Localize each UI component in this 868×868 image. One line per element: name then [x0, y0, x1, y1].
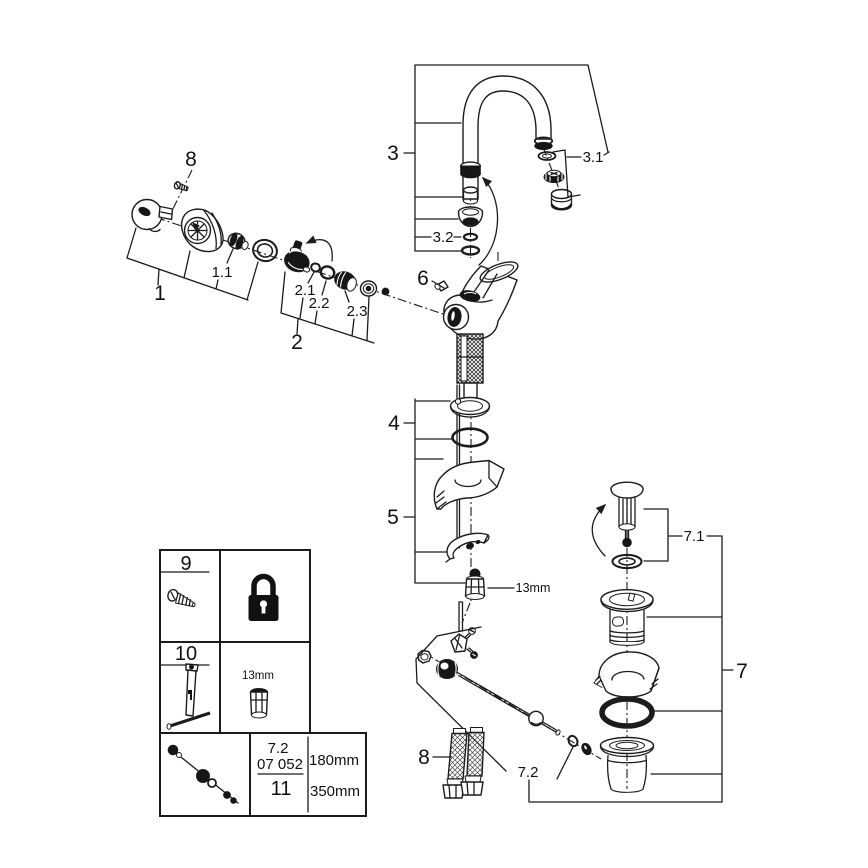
lift-rod-pin: [458, 601, 464, 632]
legend-length-short: 180mm: [309, 752, 359, 769]
cartridge-oring-small: [310, 262, 321, 273]
legend-num-9: 9: [180, 553, 191, 575]
popup-rod: [456, 671, 561, 736]
callout-3-2: 3.2: [433, 229, 454, 246]
spout-base-collar: [460, 161, 482, 179]
legend-ref-group: 7.2: [268, 740, 289, 757]
callout-screw-8: 8: [185, 148, 197, 171]
drain-flange: [600, 589, 654, 646]
cartridge-disc: [359, 280, 378, 297]
drain-oring: [599, 696, 655, 729]
rotate-arrow-cartridge: [305, 235, 333, 262]
nut-size-label: 13mm: [516, 581, 551, 595]
group-2-bracket: [280, 271, 375, 344]
mounting-wedge: [433, 459, 505, 510]
socket-13mm-icon: [249, 688, 269, 719]
handle-adapter: [227, 232, 249, 251]
callout-4: 4: [388, 412, 400, 435]
rotate-arrow-spout: [478, 176, 499, 266]
legend-table: 9 10 13mm: [159, 549, 367, 817]
group-7-2-bracket: [415, 626, 574, 780]
aerator-washer: [537, 151, 557, 161]
horseshoe-washer: [445, 532, 490, 563]
callout-5: 5: [387, 506, 399, 529]
drain-wedge-gasket: [593, 651, 660, 698]
popup-plug: [610, 481, 644, 548]
drain-lower-body: [599, 736, 655, 793]
popup-rod-assembly: 7.2: [415, 626, 592, 781]
socket-size-label: 13mm: [242, 670, 274, 682]
socket-key-tool-icon: [166, 663, 211, 730]
group-3-bracket: [403, 64, 610, 252]
body-shank: [456, 333, 484, 399]
callout-1: 1: [154, 282, 166, 305]
callout-6: 6: [417, 267, 429, 290]
escutcheon-ring: [449, 396, 491, 418]
spout-oring-large: [460, 245, 481, 256]
aerator-insert: [543, 169, 565, 183]
aerator-housing: [550, 188, 573, 211]
rotate-arrow-plug: [591, 503, 607, 557]
handle-assembly: 8 1 1.1: [126, 148, 278, 305]
mounting-nut: [464, 568, 486, 600]
callout-1-1: 1.1: [212, 264, 233, 281]
callout-2-1: 2.1: [295, 282, 316, 299]
rod-grommet-small: [581, 742, 592, 756]
grub-screw-icon: [167, 588, 196, 608]
callout-2-2: 2.2: [309, 295, 330, 312]
supply-hoses: 8: [418, 727, 485, 799]
handle-ring: [252, 238, 278, 263]
cartridge-oring: [319, 265, 336, 280]
callout-2: 2: [291, 331, 303, 354]
callout-hoses-8: 8: [418, 746, 430, 769]
spout-dome-cap: [457, 206, 484, 228]
handle-cap: [131, 198, 174, 233]
clevis-block: [450, 627, 478, 659]
drain-assembly: 7.1 7: [528, 481, 748, 803]
callout-7-1: 7.1: [684, 528, 705, 545]
callout-2-3: 2.3: [347, 303, 368, 320]
cartridge-sleeve: [334, 271, 357, 292]
legend-length-long: 350mm: [310, 783, 360, 800]
rod-oring: [567, 734, 579, 748]
cartridge-assembly: 2.1 2.2 2.3 2: [280, 235, 390, 354]
base-mounting: 13mm 4 5: [387, 396, 551, 632]
group-7-bracket: [528, 508, 734, 803]
legend-ref-code: 07 052: [257, 756, 303, 773]
legend-num-10: 10: [175, 643, 197, 665]
group-4-5-bracket: [403, 398, 466, 584]
padlock-icon: [248, 573, 279, 621]
rod-nut: [417, 649, 432, 664]
spout-assembly: 3 3.1 3.2: [387, 64, 610, 266]
rod-grommet: [436, 659, 458, 679]
callout-3: 3: [387, 142, 399, 165]
base-oring: [451, 427, 489, 448]
spout-spacer: [462, 186, 479, 205]
callout-3-1: 3.1: [583, 149, 604, 166]
group-1-bracket: [126, 227, 259, 301]
cartridge-ball: [381, 287, 390, 296]
spout-oring-small: [462, 232, 479, 242]
callout-7: 7: [736, 660, 748, 683]
handle-screw-icon: [173, 181, 189, 192]
pop-up-rod-icon: [167, 744, 239, 804]
handle-knob: [180, 208, 224, 253]
callout-7-2: 7.2: [518, 764, 539, 781]
plug-seal-oring: [611, 553, 643, 570]
legend-num-11: 11: [271, 778, 292, 800]
